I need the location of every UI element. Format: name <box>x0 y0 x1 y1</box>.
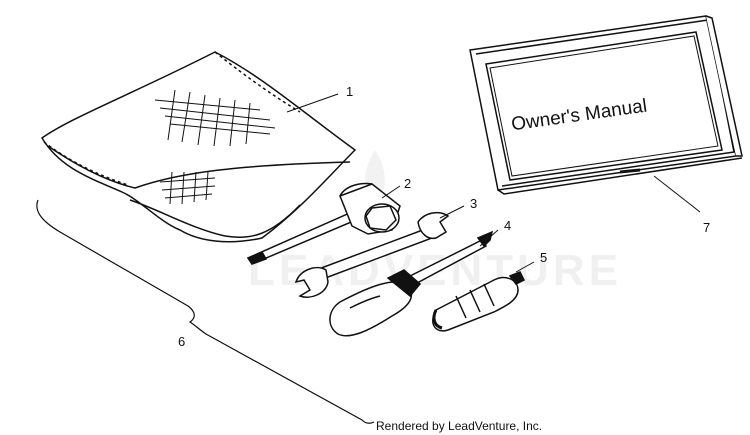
callout-5: 5 <box>540 250 547 265</box>
callout-2: 2 <box>404 176 411 191</box>
leader-lines <box>286 93 701 273</box>
owners-manual: Owner's Manual <box>469 15 743 195</box>
callout-7: 7 <box>703 220 710 235</box>
leader-7 <box>653 175 701 213</box>
spark-plug-wrench <box>246 182 401 265</box>
tool-pouch <box>41 51 357 243</box>
leader-4 <box>479 229 499 247</box>
kit-bracket <box>36 199 375 424</box>
open-end-wrench <box>294 211 450 298</box>
leader-2 <box>381 185 401 199</box>
callout-6: 6 <box>178 334 185 349</box>
leader-3 <box>439 205 465 219</box>
bit-driver <box>432 271 526 332</box>
callout-4: 4 <box>504 218 511 233</box>
pouch-hatch-top <box>154 89 276 147</box>
credit-text: Rendered by LeadVenture, Inc. <box>376 419 542 433</box>
callout-3: 3 <box>470 196 477 211</box>
leader-5 <box>515 261 535 273</box>
callout-1: 1 <box>346 84 353 99</box>
pouch-hatch-bottom <box>159 171 216 205</box>
screwdriver <box>329 230 494 337</box>
leader-1 <box>286 93 339 113</box>
